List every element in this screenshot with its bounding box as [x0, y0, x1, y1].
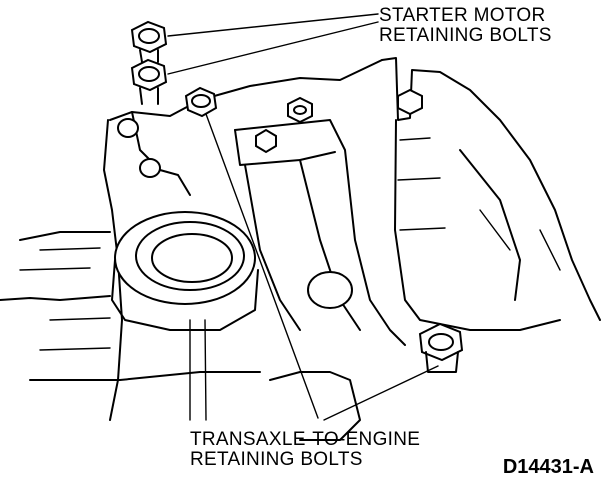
transaxle-housing — [0, 59, 406, 441]
housing-nut-top — [287, 96, 313, 124]
transaxle-leader-lines — [205, 113, 439, 421]
figure-id-label: D14431-A — [502, 456, 594, 478]
transaxle-callout: TRANSAXLE-TO-ENGINE RETAINING BOLTS — [190, 430, 420, 470]
engine-block — [381, 57, 601, 331]
transaxle-bolt-upper — [184, 86, 218, 118]
starter-bolt-lower — [130, 58, 168, 105]
starter-bolt-upper — [130, 20, 168, 63]
starter-motor-callout: STARTER MOTOR RETAINING BOLTS — [379, 6, 552, 46]
starter-leader-lines — [167, 13, 379, 75]
transaxle-callout-line2: RETAINING BOLTS — [190, 449, 363, 470]
transaxle-callout-line1: TRANSAXLE-TO-ENGINE — [190, 429, 421, 450]
housing-nut-small — [255, 128, 277, 154]
input-shaft-seal — [111, 211, 259, 331]
starter-callout-line1: STARTER MOTOR — [379, 5, 546, 26]
starter-callout-line2: RETAINING BOLTS — [379, 25, 552, 46]
transaxle-bolt-lower — [418, 322, 464, 373]
engine-nut — [397, 88, 423, 116]
